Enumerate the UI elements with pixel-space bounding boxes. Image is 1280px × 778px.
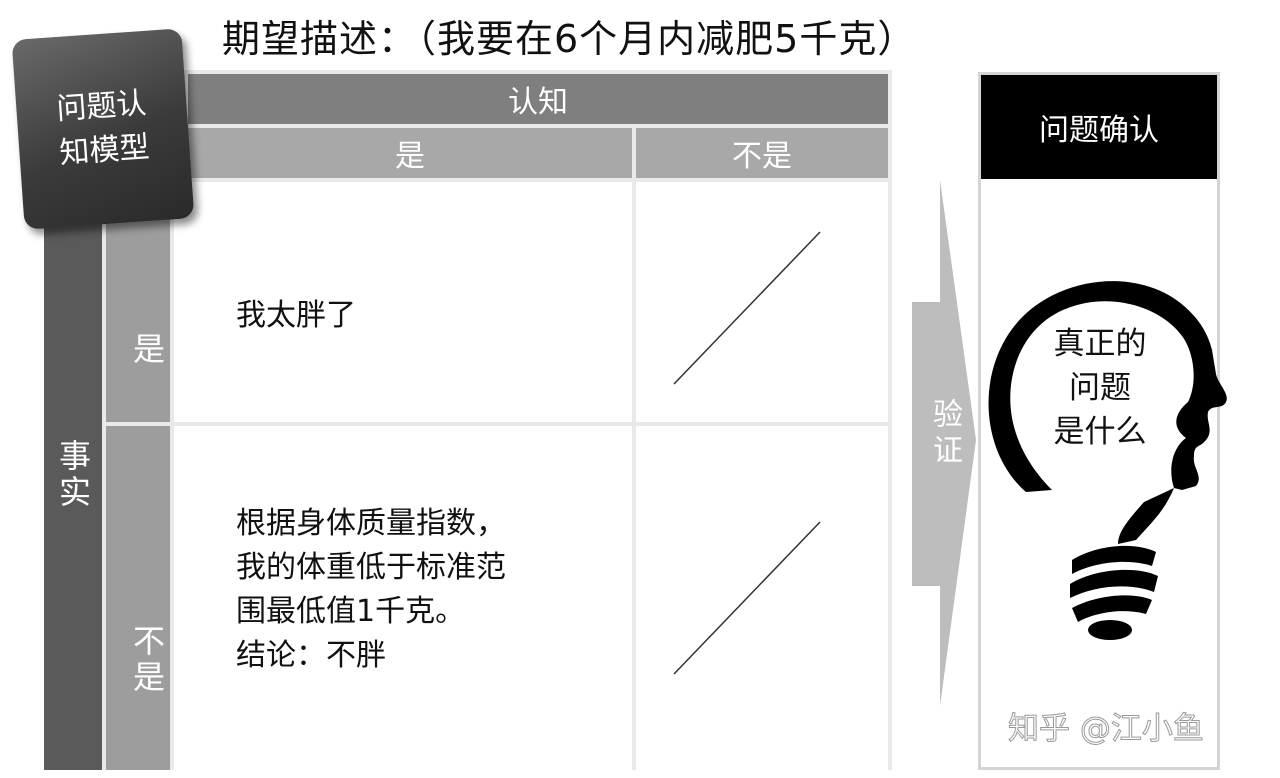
- bulb-line-2: 问题: [1069, 370, 1131, 406]
- bulb-question-text: 真正的 问题 是什么: [1040, 322, 1160, 454]
- verify-arrow-icon: [912, 180, 976, 706]
- cell-fact-no-cognition-yes: 根据身体质量指数， 我的体重低于标准范 围最低值1千克。 结论：不胖: [174, 426, 632, 770]
- cell-fact-no-cognition-no: [636, 426, 888, 770]
- cell-text-bmi: 根据身体质量指数， 我的体重低于标准范 围最低值1千克。 结论：不胖: [236, 502, 506, 678]
- header-no-label: 不是: [732, 139, 792, 174]
- side-fact-label: 事实: [54, 439, 92, 511]
- side-no: 不是: [106, 426, 170, 770]
- model-label-tile: 问题认知模型: [11, 28, 195, 230]
- header-no: 不是: [636, 128, 888, 178]
- side-yes-label: 是: [128, 332, 166, 368]
- header-cognition: 认知: [188, 74, 888, 124]
- cell-text-too-fat: 我太胖了: [236, 298, 356, 333]
- cell-fact-yes-cognition-no: [636, 182, 888, 422]
- problem-confirm-header: 问题确认: [981, 75, 1217, 179]
- bulb-line-3: 是什么: [1053, 414, 1147, 450]
- header-yes: 是: [188, 128, 632, 178]
- watermark: 知乎 @江小鱼: [1008, 711, 1205, 748]
- header-cognition-label: 认知: [508, 85, 568, 120]
- header-yes-label: 是: [395, 139, 425, 174]
- side-no-label: 不是: [128, 624, 166, 696]
- bmi-line-2: 我的体重低于标准范: [236, 550, 506, 585]
- cell-fact-yes-cognition-yes: 我太胖了: [174, 182, 632, 422]
- diagram-title: 期望描述：（我要在6个月内减肥5千克）: [222, 17, 917, 61]
- side-fact: 事实: [44, 180, 102, 770]
- slash-mark: [673, 521, 821, 675]
- bmi-line-3: 围最低值1千克。: [236, 594, 466, 629]
- bmi-line-1: 根据身体质量指数，: [236, 506, 506, 541]
- slash-mark: [673, 231, 821, 385]
- verify-label: 验证: [927, 398, 962, 470]
- problem-confirm-label: 问题确认: [1039, 113, 1159, 148]
- lightbulb-head-icon: [988, 281, 1227, 640]
- bulb-line-1: 真正的: [1053, 326, 1147, 362]
- model-label: 问题认知模型: [55, 85, 151, 172]
- bmi-line-4: 结论：不胖: [236, 638, 386, 673]
